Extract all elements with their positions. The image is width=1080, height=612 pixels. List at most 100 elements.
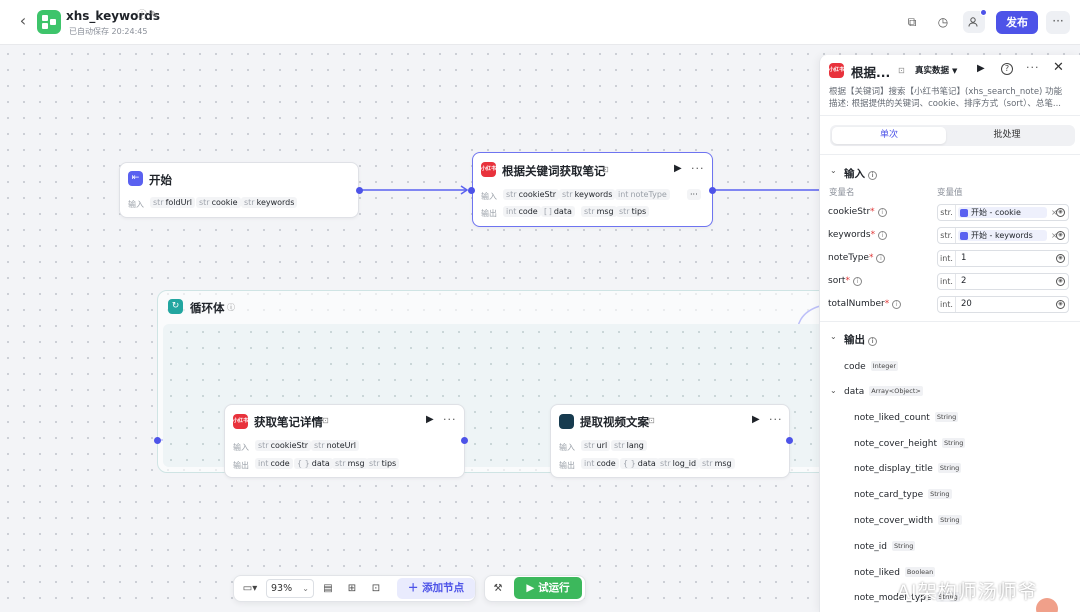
run-node-icon[interactable]: ▶ — [674, 163, 682, 174]
history-icon[interactable]: ◷ — [937, 15, 949, 29]
param-value-field[interactable]: str. 开始 - cookie × ◉ — [937, 204, 1069, 221]
param-value[interactable]: 20 — [961, 299, 972, 309]
param-value[interactable]: 2 — [961, 276, 967, 286]
param-value[interactable]: 1 — [961, 253, 967, 263]
node-more-icon[interactable]: ··· — [691, 162, 705, 175]
clear-icon[interactable]: × — [1051, 231, 1058, 240]
collapse-input-icon[interactable]: ⌄ — [830, 166, 837, 175]
info-icon[interactable]: ⓘ — [227, 303, 235, 312]
param-name: totalNumber*i — [828, 299, 902, 309]
variable-icon[interactable]: ◉ — [1056, 277, 1065, 286]
reference-chip[interactable]: 开始 - cookie — [958, 207, 1047, 218]
help-icon[interactable]: ? — [1001, 63, 1013, 75]
info-icon: i — [852, 277, 862, 286]
search-output-port[interactable] — [709, 187, 716, 194]
zoom-select[interactable]: 93%⌄ — [266, 579, 314, 598]
search-input-label: 输入 — [481, 192, 497, 201]
add-node-button[interactable]: ＋ 添加节点 — [397, 578, 475, 599]
comment-icon[interactable]: ▤ — [323, 583, 333, 594]
plugin-icon: ⊡ — [898, 66, 905, 75]
param-value-field[interactable]: int. 1 ◉ — [937, 250, 1069, 267]
param-value-field[interactable]: int. 2 ◉ — [937, 273, 1069, 290]
top-bar: ‹ xhs_keywords ⓘ ✎ 已自动保存 20:24:45 ⧉ ◷ 发布… — [0, 0, 1080, 45]
close-icon[interactable]: ✕ — [1053, 60, 1064, 75]
collaborators-icon[interactable] — [963, 9, 987, 33]
more-inputs-icon[interactable]: ··· — [687, 189, 701, 200]
more-options-button[interactable]: ··· — [1046, 11, 1070, 34]
video-tool-icon — [559, 414, 574, 429]
video-input-label: 输入 — [559, 443, 575, 452]
run-node-icon[interactable]: ▶ — [752, 414, 760, 425]
tab-batch[interactable]: 批处理 — [993, 130, 1021, 140]
xiaohongshu-icon: 小红书 — [829, 63, 844, 78]
xiaohongshu-icon: 小红书 — [233, 414, 248, 429]
video-output-tag: { }data — [620, 458, 659, 469]
publish-button[interactable]: 发布 — [996, 11, 1038, 34]
video-output-port[interactable] — [786, 437, 793, 444]
detail-output-port[interactable] — [461, 437, 468, 444]
loop-title: 循环体 — [190, 301, 225, 315]
variable-icon[interactable]: ◉ — [1056, 231, 1065, 240]
info-icon[interactable]: ⓘ — [137, 10, 147, 21]
clear-icon[interactable]: × — [1051, 208, 1058, 217]
detail-output-tag: { }data — [294, 458, 333, 469]
column-name-header: 变量名 — [829, 188, 855, 198]
autosave-status: 已自动保存 20:24:45 — [69, 27, 148, 36]
start-node-title: 开始 — [149, 173, 172, 187]
collapse-data-icon[interactable]: ⌄ — [830, 386, 837, 395]
run-node-icon[interactable]: ▶ — [977, 63, 985, 74]
tab-single[interactable]: 单次 — [832, 127, 946, 144]
debug-tool-icon[interactable]: ⚒ — [493, 583, 503, 594]
param-value-field[interactable]: str. 开始 - keywords × ◉ — [937, 227, 1069, 244]
search-node-title: 根据关键词获取笔记 — [502, 164, 606, 178]
edit-icon[interactable]: ✎ — [149, 10, 159, 21]
back-arrow-icon[interactable]: ‹ — [19, 11, 27, 30]
variable-icon[interactable]: ◉ — [1056, 254, 1065, 263]
param-value-field[interactable]: int. 20 ◉ — [937, 296, 1069, 313]
detail-output-label: 输出 — [233, 461, 249, 470]
divider — [820, 115, 1080, 116]
search-input-port[interactable] — [468, 187, 475, 194]
loop-inner-port[interactable] — [154, 437, 161, 444]
search-output-tag: [ ]data — [541, 206, 575, 217]
collapse-output-icon[interactable]: ⌄ — [830, 332, 837, 341]
node-more-icon[interactable]: ··· — [443, 413, 457, 426]
fit-view-icon[interactable]: ⊡ — [371, 583, 381, 594]
plugin-icon: ⊡ — [602, 165, 609, 174]
variable-icon[interactable]: ◉ — [1056, 208, 1065, 217]
node-more-icon[interactable]: ··· — [769, 413, 783, 426]
layout-icon[interactable]: ⊞ — [347, 583, 357, 594]
minimap-icon[interactable]: ▭▾ — [242, 583, 258, 594]
run-node-icon[interactable]: ▶ — [426, 414, 434, 425]
data-mode-select[interactable]: 真实数据 ▼ — [915, 64, 957, 76]
workflow-logo-icon — [37, 10, 61, 34]
param-name: sort*i — [828, 276, 862, 286]
start-output-port[interactable] — [356, 187, 363, 194]
video-node-title: 提取视频文案 — [580, 415, 649, 429]
copy-icon[interactable]: ⧉ — [907, 15, 917, 29]
start-icon — [960, 231, 968, 240]
start-input-label: 输入 — [128, 200, 144, 209]
search-output-label: 输出 — [481, 209, 497, 218]
param-name: keywords*i — [828, 230, 888, 240]
variable-icon[interactable]: ◉ — [1056, 300, 1065, 309]
panel-more-icon[interactable]: ··· — [1026, 61, 1040, 74]
trial-run-button[interactable]: ▶ 试运行 — [514, 577, 582, 599]
reference-chip[interactable]: 开始 - keywords — [958, 230, 1047, 241]
